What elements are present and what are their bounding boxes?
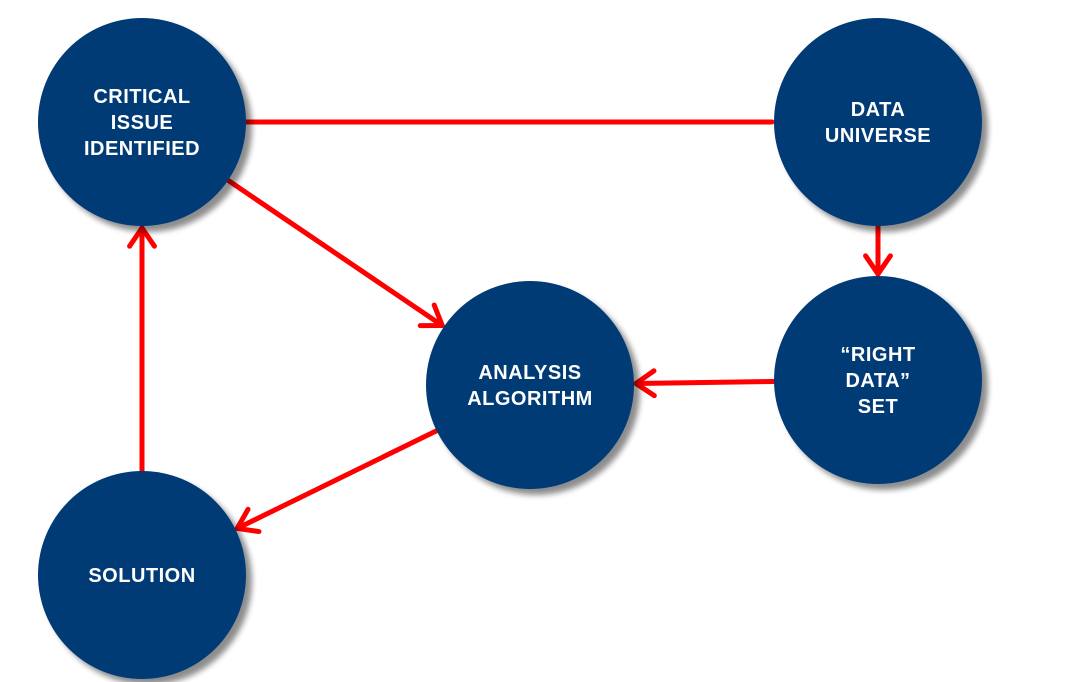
node-label: “RIGHT (840, 344, 915, 366)
node-label: SET (858, 396, 898, 418)
edge-analysis-algorithm-to-solution (234, 428, 440, 535)
arrowhead-icon (417, 302, 445, 329)
node-label: SOLUTION (88, 565, 195, 587)
arrowhead-icon (863, 253, 893, 277)
nodes-layer: CRITICAL ISSUE IDENTIFIED DATA UNIVERSE ANALY… (38, 18, 982, 679)
node-circle (426, 281, 634, 489)
node-data-universe: DATA UNIVERSE (774, 18, 982, 226)
edge-line (234, 428, 440, 531)
node-label: UNIVERSE (825, 125, 931, 147)
node-label: IDENTIFIED (84, 138, 200, 160)
node-solution: SOLUTION (38, 471, 246, 679)
node-critical-issue: CRITICAL ISSUE IDENTIFIED (38, 18, 246, 226)
node-label: DATA” (845, 370, 910, 392)
edge-data-universe-to-right-data-set (863, 223, 893, 277)
node-label: ALGORITHM (467, 388, 593, 410)
edge-line (633, 378, 777, 386)
arrowhead-icon (127, 225, 157, 249)
arrowhead-icon (234, 506, 262, 535)
edges-layer (127, 119, 893, 535)
node-circle (38, 18, 246, 226)
node-circle (38, 471, 246, 679)
node-analysis-algorithm: ANALYSIS ALGORITHM (426, 281, 634, 489)
edge-line (225, 177, 445, 329)
edge-right-data-set-to-analysis-algorithm (633, 368, 777, 399)
node-circle (774, 276, 982, 484)
edge-critical-issue-to-analysis-algorithm (225, 177, 445, 329)
node-label: DATA (851, 99, 906, 121)
node-label: ISSUE (111, 112, 174, 134)
node-circle (774, 18, 982, 226)
arrowhead-icon (633, 368, 657, 399)
node-label: CRITICAL (93, 86, 190, 108)
node-right-data-set: “RIGHT DATA” SET (774, 276, 982, 484)
node-label: ANALYSIS (478, 362, 581, 384)
edge-solution-to-critical-issue (127, 225, 157, 474)
